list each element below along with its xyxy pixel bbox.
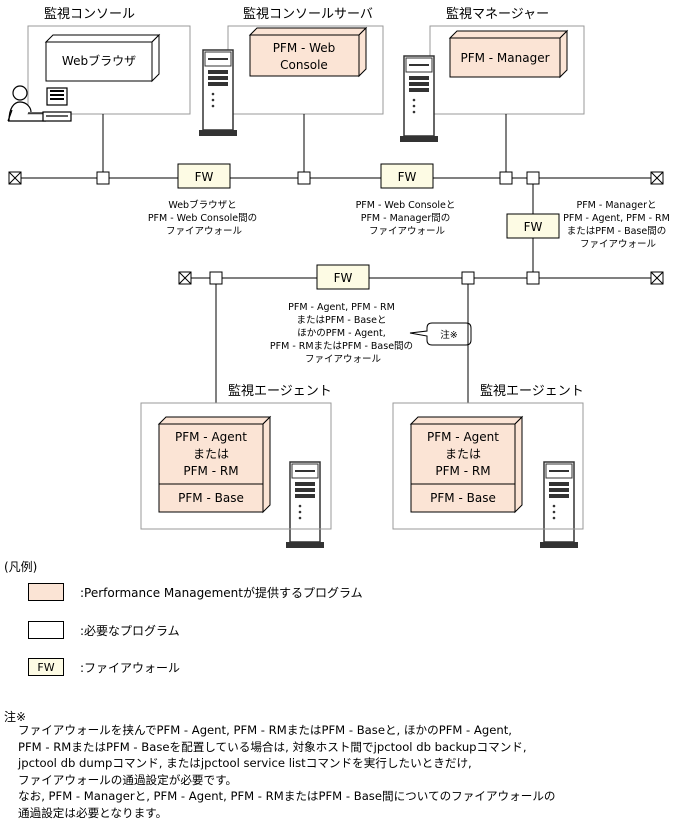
agent-right-box: PFM - Agent または PFM - RM PFM - Base [409, 415, 524, 514]
agent-right-server-icon [539, 461, 579, 549]
note-head: 注※ [4, 710, 27, 724]
legend-provided-text: :Performance Managementが提供するプログラム [80, 585, 363, 600]
callout-label: 注※ [440, 329, 458, 341]
note-line-3: jpctool db dumpコマンド, またはjpctool service … [18, 756, 472, 771]
fw4-label: FW [334, 271, 353, 285]
agent-left-frame [140, 402, 332, 530]
base-right-label: PFM - Base [430, 491, 496, 505]
manager-server-icon [399, 55, 439, 143]
manager-label: PFM - Manager [460, 51, 549, 65]
legend-required-row: :必要なプログラム [28, 619, 180, 641]
legend-provided-row: :Performance Managementが提供するプログラム [28, 581, 363, 603]
legend-firewall-swatch: FW [28, 658, 64, 676]
note-line-4: ファイアウォールの通過設定が必要です。 [18, 772, 238, 787]
agent-left-box: PFM - Agent または PFM - RM PFM - Base [157, 415, 272, 514]
web-console-label-line2: Console [280, 58, 328, 72]
fw4-caption: PFM - Agent, PFM - RM またはPFM - Baseと ほかの… [270, 302, 416, 365]
legend-firewall-row: FW :ファイアウォール [28, 656, 180, 678]
manager-section-label: 監視マネージャー [446, 6, 549, 22]
agent-left-line2: または [193, 447, 229, 461]
manager-box: PFM - Manager [448, 29, 569, 79]
firewall-4: FW [316, 264, 370, 290]
agent-left-line3: PFM - RM [183, 464, 238, 478]
note-line-2: PFM - RMまたはPFM - Baseを配置している場合は, 対象ホスト間で… [18, 739, 527, 754]
fw1-label: FW [195, 170, 214, 184]
note-line-6: 通過設定は必要となります。 [18, 805, 168, 820]
firewall-3: FW [506, 213, 560, 239]
web-browser-box: Webブラウザ [44, 33, 161, 83]
console-section-label: 監視コンソール [44, 6, 135, 22]
agent-right-frame [392, 402, 584, 530]
agent-left-line1: PFM - Agent [175, 430, 247, 444]
architecture-diagram: 監視コンソール 監視コンソールサーバ 監視マネージャー Webブラウザ PFM … [7, 6, 673, 549]
network-line-bottom [178, 271, 664, 285]
web-browser-label: Webブラウザ [62, 53, 136, 68]
agent-right-line3: PFM - RM [435, 464, 490, 478]
agent-left-server-icon [285, 461, 325, 549]
agent-right-line2: または [445, 447, 481, 461]
note-body: ファイアウォールを挟んでPFM - Agent, PFM - RMまたはPFM … [18, 722, 673, 822]
console-frame [27, 25, 191, 115]
legend-firewall-text: :ファイアウォール [80, 660, 181, 675]
console-server-icon [198, 49, 238, 137]
legend-required-swatch [28, 621, 64, 639]
agent-left-section-label: 監視エージェント [228, 383, 332, 399]
note-line-5: なお, PFM - Managerと, PFM - Agent, PFM - R… [18, 789, 556, 804]
console-server-section-label: 監視コンソールサーバ [243, 6, 373, 22]
firewall-1: FW [177, 163, 231, 189]
note-line-1: ファイアウォールを挟んでPFM - Agent, PFM - RMまたはPFM … [18, 723, 512, 737]
network-line-top [8, 171, 664, 185]
legend-provided-swatch [28, 583, 64, 601]
fw1-caption: Webブラウザと PFM - Web Console間の ファイアウォール [148, 199, 260, 237]
note-callout: 注※ [409, 322, 472, 346]
fw3-label: FW [524, 220, 543, 234]
fw2-caption: PFM - Web Consoleと PFM - Manager間の ファイアウ… [356, 200, 459, 237]
agent-right-section-label: 監視エージェント [480, 383, 584, 399]
web-console-label-line1: PFM - Web [273, 41, 336, 55]
user-computer-icon [7, 85, 72, 122]
fw3-caption: PFM - Managerと PFM - Agent, PFM - RM または… [563, 200, 673, 250]
legend-required-text: :必要なプログラム [80, 623, 180, 638]
web-console-box: PFM - Web Console [248, 26, 368, 78]
agent-right-line1: PFM - Agent [427, 430, 499, 444]
base-left-label: PFM - Base [178, 491, 244, 505]
firewall-2: FW [380, 163, 434, 189]
fw2-label: FW [398, 170, 417, 184]
legend-title: (凡例) [4, 560, 38, 574]
